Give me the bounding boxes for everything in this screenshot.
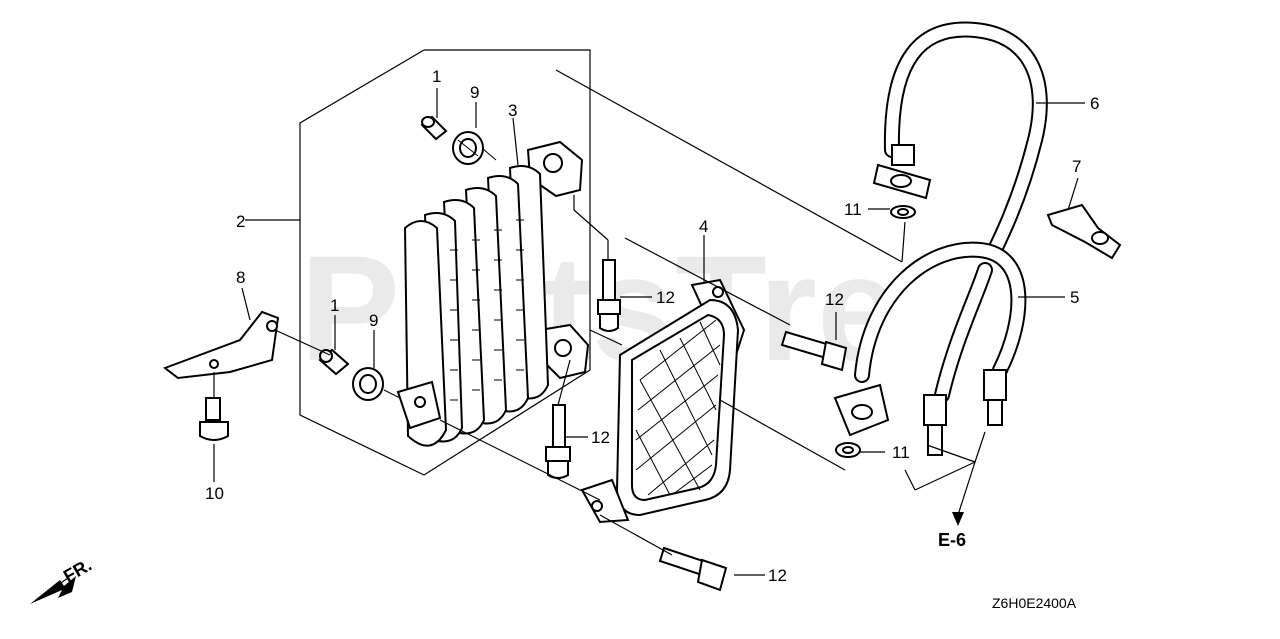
spacer-top xyxy=(420,115,448,141)
callout-1-top: 1 xyxy=(432,67,441,86)
grommet-top xyxy=(452,131,497,165)
callout-3: 3 xyxy=(508,101,517,120)
washer-11-lower xyxy=(835,442,861,458)
callout-11-lower: 11 xyxy=(892,443,910,462)
spacer-bottom xyxy=(318,348,350,376)
front-marker-label: FR. xyxy=(60,555,95,587)
callout-9-bottom: 9 xyxy=(369,311,378,330)
callout-8: 8 xyxy=(236,268,245,287)
assembly-box-outline xyxy=(245,49,591,476)
washer-11-upper xyxy=(890,205,916,219)
diagram-code: Z6H0E2400A xyxy=(992,595,1077,611)
callout-5: 5 xyxy=(1070,288,1079,307)
front-arrow-icon xyxy=(30,576,76,604)
bracket-part-8 xyxy=(162,310,331,380)
reference-e6: E-6 xyxy=(938,530,966,550)
callout-11-upper: 11 xyxy=(844,200,862,219)
callout-1-bottom: 1 xyxy=(330,296,339,315)
oil-hose-6 xyxy=(872,21,1048,278)
callout-12-bottom: 12 xyxy=(768,566,787,585)
callout-12-lower: 12 xyxy=(591,428,610,447)
grommet-bottom xyxy=(352,367,401,401)
callout-7: 7 xyxy=(1072,157,1081,176)
leader-lines xyxy=(241,69,1085,576)
callout-10: 10 xyxy=(205,484,224,503)
hose-clip-7 xyxy=(1046,203,1122,260)
flange-bolt-10 xyxy=(199,372,229,482)
callout-12-right: 12 xyxy=(825,290,844,309)
callout-12-upper: 12 xyxy=(656,288,675,307)
oil-cooler-core xyxy=(396,140,590,447)
oil-hose-5 xyxy=(833,241,1027,456)
bolt-12-upper xyxy=(597,259,621,332)
callout-6: 6 xyxy=(1090,94,1099,113)
screen-guard-part-4 xyxy=(580,278,746,524)
bolt-12-right xyxy=(780,330,848,372)
callout-2: 2 xyxy=(236,212,245,231)
bolt-12-lower-left xyxy=(545,404,571,479)
callout-4: 4 xyxy=(699,217,708,236)
callout-9-top: 9 xyxy=(470,83,479,102)
